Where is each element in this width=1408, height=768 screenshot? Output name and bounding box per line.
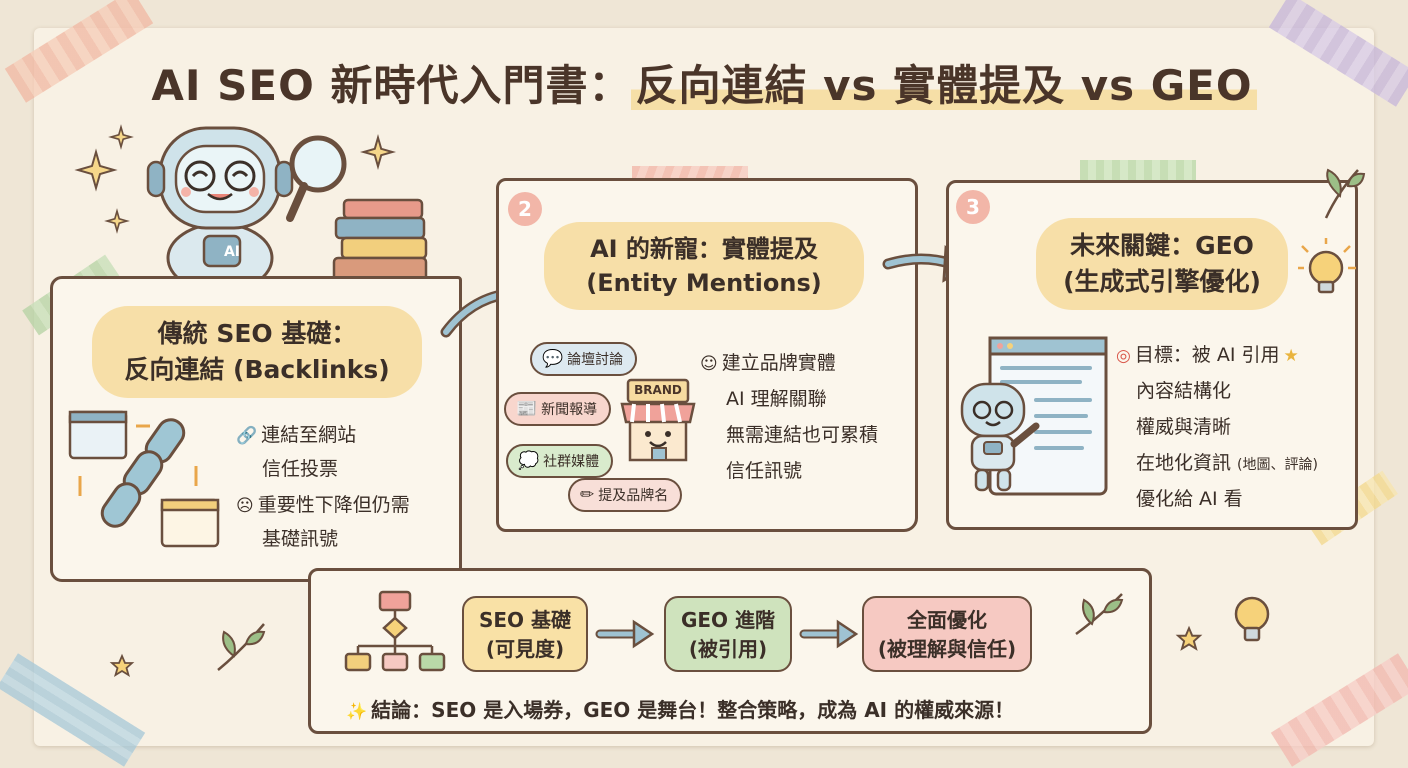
arrow-right-icon xyxy=(595,619,655,649)
title-highlight: 反向連結 vs 實體提及 vs GEO xyxy=(631,61,1257,110)
backlinks-item-2: 信任投票 xyxy=(262,458,339,480)
geo-item-4: 優化給 AI 看 xyxy=(1136,488,1243,510)
arrow-right-icon xyxy=(799,619,859,649)
geo-item-2: 權威與清晰 xyxy=(1136,416,1232,438)
entity-item-4: 信任訊號 xyxy=(726,460,803,482)
chain-link-icon xyxy=(68,410,220,548)
newspaper-icon: 📰 xyxy=(516,399,538,419)
conclusion: ✨結論：SEO 是入場券，GEO 是舞台！整合策略，成為 AI 的權威來源！ xyxy=(346,698,1015,722)
target-icon: ◎ xyxy=(1116,346,1131,366)
page-title: AI SEO 新時代入門書：反向連結 vs 實體提及 vs GEO xyxy=(0,52,1408,113)
geo-item-3: 在地化資訊 (地圖、評論) xyxy=(1136,452,1318,474)
geo-heading: 未來關鍵：GEO (生成式引擎優化) xyxy=(1036,218,1288,310)
bubble-forum: 💬論壇討論 xyxy=(530,342,638,376)
flow-step-seo: SEO 基礎 (可見度) xyxy=(462,596,588,672)
leaf-icon xyxy=(217,623,266,671)
sparkle-icon xyxy=(359,133,397,171)
robot-magnifier-icon xyxy=(146,126,347,294)
sparkle-icon xyxy=(108,124,134,150)
sparkles-icon: ✨ xyxy=(346,702,368,722)
panel3-number: 3 xyxy=(956,190,990,224)
lightbulb-icon xyxy=(1298,238,1356,294)
leaf-icon xyxy=(1324,168,1366,219)
backlinks-item-3: ☹重要性下降但仍需 xyxy=(236,494,410,516)
star-icon: ★ xyxy=(1283,346,1299,366)
flow-step-geo: GEO 進階 (被引用) xyxy=(664,596,792,672)
backlinks-heading-line2: 反向連結 (Backlinks) xyxy=(124,355,390,384)
books-icon xyxy=(332,198,428,282)
entity-item-3: 無需連結也可累積 xyxy=(726,424,879,446)
brand-store-icon xyxy=(620,378,696,462)
bubble-mention: ✏提及品牌名 xyxy=(568,478,683,512)
backlinks-heading: 傳統 SEO 基礎： 反向連結 (Backlinks) xyxy=(92,306,422,398)
robot-badge: AI xyxy=(223,244,241,260)
sad-face-icon: ☹ xyxy=(236,496,254,516)
bubble-news: 📰新聞報導 xyxy=(504,392,612,426)
star-icon xyxy=(1175,625,1203,651)
panel2-number: 2 xyxy=(508,192,542,226)
smile-icon: ☺ xyxy=(700,354,718,374)
flowchart-icon xyxy=(344,590,446,672)
geo-item-1: 內容結構化 xyxy=(1136,380,1232,402)
sparkle-icon xyxy=(104,208,130,234)
entity-heading: AI 的新寵：實體提及 (Entity Mentions) xyxy=(544,222,864,310)
geo-goal: ◎目標：被 AI 引用★ xyxy=(1116,344,1299,366)
entity-heading-line1: AI 的新寵：實體提及 xyxy=(590,235,818,263)
entity-item-2: AI 理解關聯 xyxy=(726,388,827,410)
robot-pointing-icon xyxy=(960,382,1040,492)
backlinks-heading-line1: 傳統 SEO 基礎： xyxy=(157,319,357,348)
pencil-icon: ✏ xyxy=(580,485,595,505)
chat-icon: 💭 xyxy=(518,451,540,471)
leaf-icon xyxy=(1075,593,1124,636)
flow-step-full: 全面優化 (被理解與信任) xyxy=(862,596,1032,672)
backlinks-item-1: 🔗連結至網站 xyxy=(236,424,357,446)
sparkle-icon xyxy=(74,148,118,192)
title-main: AI SEO 新時代入門書： xyxy=(151,61,632,110)
geo-heading-line1: 未來關鍵：GEO xyxy=(1070,231,1254,260)
backlinks-item-4: 基礎訊號 xyxy=(262,528,339,550)
lightbulb-icon xyxy=(1234,596,1270,642)
brand-sign: BRAND xyxy=(634,383,682,397)
geo-heading-line2: (生成式引擎優化) xyxy=(1063,267,1261,296)
star-icon xyxy=(109,653,135,677)
entity-item-1: ☺建立品牌實體 xyxy=(700,352,836,374)
speech-icon: 💬 xyxy=(542,349,564,369)
bubble-social: 💭社群媒體 xyxy=(506,444,614,478)
entity-heading-line2: (Entity Mentions) xyxy=(586,269,822,297)
link-icon: 🔗 xyxy=(236,426,258,446)
